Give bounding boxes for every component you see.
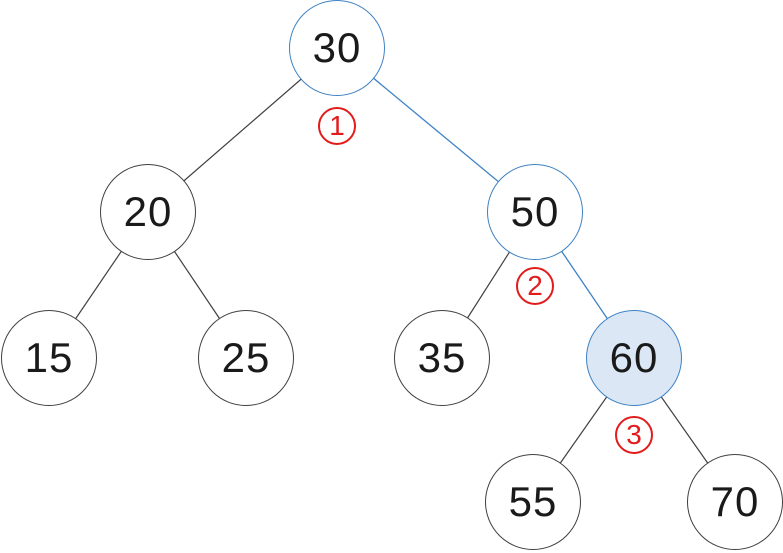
tree-node-35: 35 xyxy=(394,310,490,406)
node-value: 50 xyxy=(510,188,560,235)
node-value: 55 xyxy=(508,478,558,525)
tree-node-70: 70 xyxy=(687,454,783,550)
step-marker-2: 2 xyxy=(516,267,554,305)
node-value: 25 xyxy=(221,334,271,381)
tree-node-50: 50 xyxy=(487,164,583,260)
step-number: 1 xyxy=(329,110,345,141)
tree-node-60: 60 xyxy=(586,310,682,406)
node-value: 35 xyxy=(417,334,467,381)
node-value: 15 xyxy=(24,334,74,381)
tree-node-55: 55 xyxy=(485,454,581,550)
step-marker-1: 1 xyxy=(318,107,356,145)
node-value: 70 xyxy=(710,478,760,525)
tree-node-30: 30 xyxy=(289,0,385,96)
step-number: 3 xyxy=(626,419,642,450)
step-number: 2 xyxy=(527,270,543,301)
node-value: 60 xyxy=(609,334,659,381)
tree-node-15: 15 xyxy=(1,310,97,406)
node-value: 30 xyxy=(312,24,362,71)
tree-node-25: 25 xyxy=(198,310,294,406)
step-marker-3: 3 xyxy=(615,416,653,454)
tree-node-20: 20 xyxy=(100,164,196,260)
node-value: 20 xyxy=(123,188,173,235)
